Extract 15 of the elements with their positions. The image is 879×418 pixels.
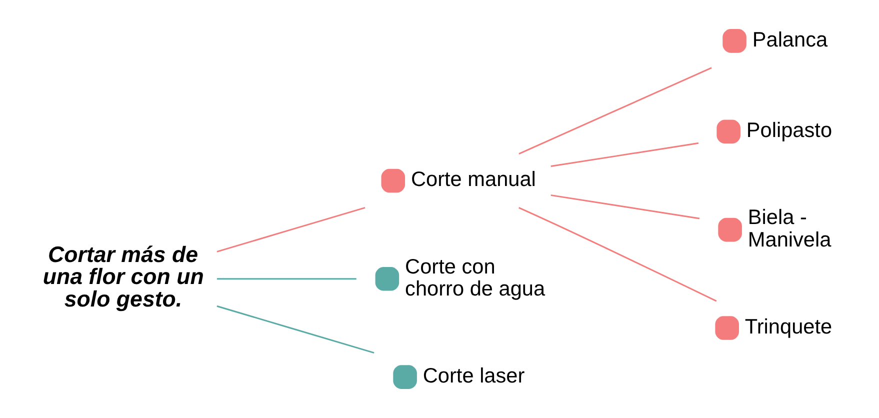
node-label: Trinquete bbox=[744, 316, 832, 338]
connector bbox=[216, 206, 365, 252]
connector bbox=[550, 142, 698, 168]
node-text: Cortar más de una flor con un solo gesto. bbox=[42, 242, 204, 312]
connector bbox=[550, 194, 700, 220]
node-label: Palanca bbox=[752, 28, 828, 52]
connector bbox=[518, 206, 716, 302]
connector bbox=[518, 67, 712, 154]
node-label: Polipasto bbox=[746, 119, 832, 142]
node-label: Corte manual bbox=[410, 168, 536, 192]
node-label: Biela - Manivela bbox=[747, 206, 831, 252]
node-label: Corte laser bbox=[422, 364, 524, 388]
connector bbox=[216, 278, 356, 280]
connector bbox=[216, 305, 374, 354]
node-label: Corte con chorro de agua bbox=[404, 255, 545, 301]
